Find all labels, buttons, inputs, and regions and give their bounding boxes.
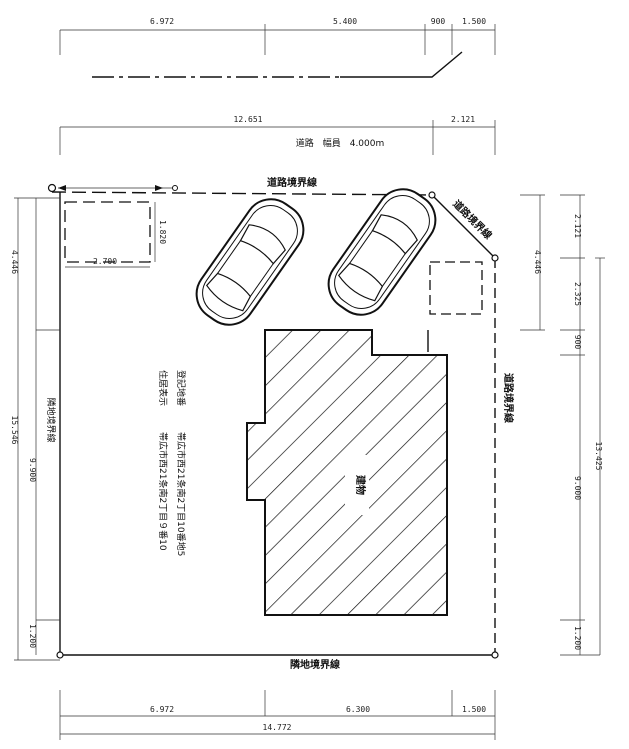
dim-road-b: 2.121: [451, 115, 475, 124]
storage-pad: [429, 261, 483, 315]
dim-bot-a: 6.972: [150, 705, 174, 714]
dim-road-a: 12.651: [234, 115, 263, 124]
address-line2-value: 帯広市西21条南2丁目９番10: [157, 432, 169, 551]
left-dimension: 4.446 15.546 9.900 1.200: [10, 197, 60, 661]
dim-left-bot: 1.200: [28, 624, 37, 648]
dim-bot-b: 6.300: [346, 705, 370, 714]
address-line1-label: 登記地番: [175, 370, 187, 406]
road-width-label: 道路 幅員 4.000m: [296, 137, 385, 149]
dim-park-w: 2.700: [93, 257, 117, 266]
dim-right-b: 4.446: [533, 250, 542, 274]
neighbor-boundary-bottom-label: 隣地境界線: [290, 658, 340, 671]
dim-right-d: 900: [573, 335, 582, 350]
building-label: 建物: [354, 474, 367, 495]
address-block: 登記地番 住居表示 帯広市西21条南2丁目10番地5 帯広市西21条南2丁目９番…: [157, 370, 187, 556]
road-edge-line: [92, 51, 463, 78]
dim-right-total: 13.425: [594, 442, 603, 471]
parking-pad: 2.700 1.820: [64, 201, 167, 268]
property-boundary: [47, 183, 499, 659]
dim-left-total: 15.546: [10, 416, 19, 445]
address-line1-value: 帯広市西21条南2丁目10番地5: [175, 432, 187, 556]
top-dimension: 6.972 5.400 900 1.500: [59, 17, 496, 55]
dim-park-h: 1.820: [158, 220, 167, 244]
building: 建物: [246, 329, 448, 616]
dim-right-f: 1.200: [573, 626, 582, 650]
dim-bot-total: 14.772: [263, 723, 292, 732]
dim-top-c: 900: [431, 17, 446, 26]
car-left: [195, 198, 305, 326]
dim-left-mid: 9.900: [28, 458, 37, 482]
right-dimension: 2.121 4.446 2.325 900 9.000 1.200 13.425: [520, 194, 605, 656]
dim-bot-c: 1.500: [462, 705, 486, 714]
road-dimension: 12.651 2.121 道路 幅員 4.000m: [59, 115, 496, 155]
dim-right-e: 9.000: [573, 476, 582, 500]
car-right: [327, 188, 437, 316]
dim-right-a: 2.121: [573, 214, 582, 238]
dim-left-top: 4.446: [10, 250, 19, 274]
dim-right-c: 2.325: [573, 282, 582, 306]
bottom-dimension: 6.972 6.300 1.500 14.772: [59, 690, 496, 740]
dim-top-b: 5.400: [333, 17, 357, 26]
neighbor-boundary-left-label: 隣地境界線: [45, 397, 57, 442]
road-boundary-right-label: 道路境界線: [502, 373, 515, 423]
dim-top-d: 1.500: [462, 17, 486, 26]
address-line2-label: 住居表示: [157, 370, 169, 406]
dim-top-a: 6.972: [150, 17, 174, 26]
road-boundary-top-label: 道路境界線: [267, 176, 317, 189]
